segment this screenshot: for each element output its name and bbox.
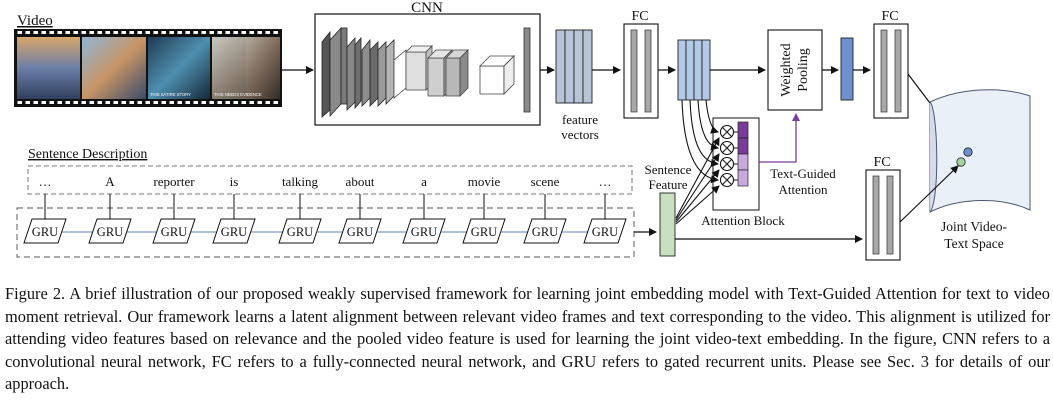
joint-space-label-1: Joint Video- bbox=[941, 219, 1008, 234]
attention-block-label: Attention Block bbox=[701, 213, 785, 228]
multiply-node bbox=[719, 156, 735, 172]
sentence-word: talking bbox=[282, 174, 319, 189]
gru-cell: GRU bbox=[462, 218, 506, 244]
gru-label: GRU bbox=[411, 225, 437, 239]
attention-weights bbox=[737, 121, 749, 187]
sentence-word: scene bbox=[531, 174, 560, 189]
multiply-node bbox=[719, 140, 735, 156]
gru-label: GRU bbox=[161, 225, 187, 239]
sentence-feature: Sentence Feature bbox=[645, 162, 863, 257]
video-label: Video bbox=[17, 13, 53, 29]
weighted-pooling-block: Weighted Pooling bbox=[767, 29, 839, 111]
fc-right-label: FC bbox=[881, 9, 898, 24]
fc-top-block: FC bbox=[623, 9, 676, 119]
film-caption-1: THIS SATIRE STORY bbox=[150, 92, 191, 97]
gru-cell: GRU bbox=[23, 218, 67, 244]
sentence-word: … bbox=[599, 174, 612, 189]
video-frame-1 bbox=[17, 37, 80, 99]
cnn-label: CNN bbox=[411, 0, 443, 16]
pooled-video-feature bbox=[840, 37, 854, 101]
gru-label: GRU bbox=[97, 225, 123, 239]
gru-cell: GRU bbox=[152, 218, 196, 244]
gru-cell: GRU bbox=[338, 218, 382, 244]
sentence-word: is bbox=[230, 174, 239, 189]
feature-vectors-label-1: feature bbox=[562, 112, 598, 127]
fc-bottom-block: FC bbox=[865, 155, 959, 261]
gru-label: GRU bbox=[592, 225, 618, 239]
gru-cell: GRU bbox=[402, 218, 446, 244]
attention-block: Attention Block Text-Guided Attention bbox=[675, 99, 836, 228]
cnn-block: CNN bbox=[314, 0, 555, 126]
gru-cell: GRU bbox=[583, 218, 627, 244]
video-frame-3 bbox=[148, 37, 210, 99]
framework-diagram: Video THIS SATIRE STORY THIS NEEDS EVIDE… bbox=[14, 0, 1031, 261]
sentence-word: A bbox=[105, 174, 115, 189]
sentence-words-box bbox=[27, 165, 633, 195]
joint-space-label-2: Text Space bbox=[944, 236, 1003, 251]
projected-video-features bbox=[677, 39, 766, 101]
fc-bottom-label: FC bbox=[873, 155, 890, 170]
sentence-feature-label-1: Sentence bbox=[645, 162, 692, 177]
video-film-strip: Video THIS SATIRE STORY THIS NEEDS EVIDE… bbox=[14, 13, 314, 107]
film-caption-2: THIS NEEDS EVIDENCE bbox=[214, 92, 262, 97]
gru-label: GRU bbox=[347, 225, 373, 239]
gru-label: GRU bbox=[471, 225, 497, 239]
gru-cell: GRU bbox=[278, 218, 322, 244]
sentence-word: movie bbox=[468, 174, 501, 189]
gru-cell: GRU bbox=[212, 218, 256, 244]
video-frame-2 bbox=[82, 37, 146, 99]
feature-vectors: feature vectors bbox=[555, 29, 621, 142]
weighted-pooling-label-1: Weighted bbox=[779, 43, 794, 96]
video-embedding-point bbox=[963, 147, 973, 157]
sentence-description-label: Sentence Description bbox=[28, 147, 147, 162]
gru-label: GRU bbox=[532, 225, 558, 239]
text-guided-attention-label-1: Text-Guided bbox=[770, 166, 836, 181]
sentence-feature-label-2: Feature bbox=[649, 177, 688, 192]
figure-caption: Figure 2. A brief illustration of our pr… bbox=[5, 284, 1050, 394]
text-guided-attention-label-2: Attention bbox=[778, 182, 828, 197]
cnn-conv-layers bbox=[321, 26, 531, 118]
feature-vectors-label-2: vectors bbox=[561, 127, 599, 142]
multiply-node bbox=[719, 124, 735, 140]
weighted-pooling-label-2: Pooling bbox=[796, 48, 811, 92]
gru-cell: GRU bbox=[88, 218, 132, 244]
sentence-word: … bbox=[39, 174, 52, 189]
gru-cell: GRU bbox=[523, 218, 567, 244]
sentence-word: reporter bbox=[153, 174, 195, 189]
text-embedding-point bbox=[956, 157, 966, 167]
gru-label: GRU bbox=[287, 225, 313, 239]
fc-top-label: FC bbox=[631, 9, 648, 24]
gru-label: GRU bbox=[221, 225, 247, 239]
joint-embedding-space: Joint Video- Text Space bbox=[929, 89, 1031, 251]
multiply-node bbox=[719, 172, 735, 188]
sentence-word: a bbox=[421, 174, 427, 189]
gru-label: GRU bbox=[32, 225, 58, 239]
sentence-word: about bbox=[346, 174, 375, 189]
